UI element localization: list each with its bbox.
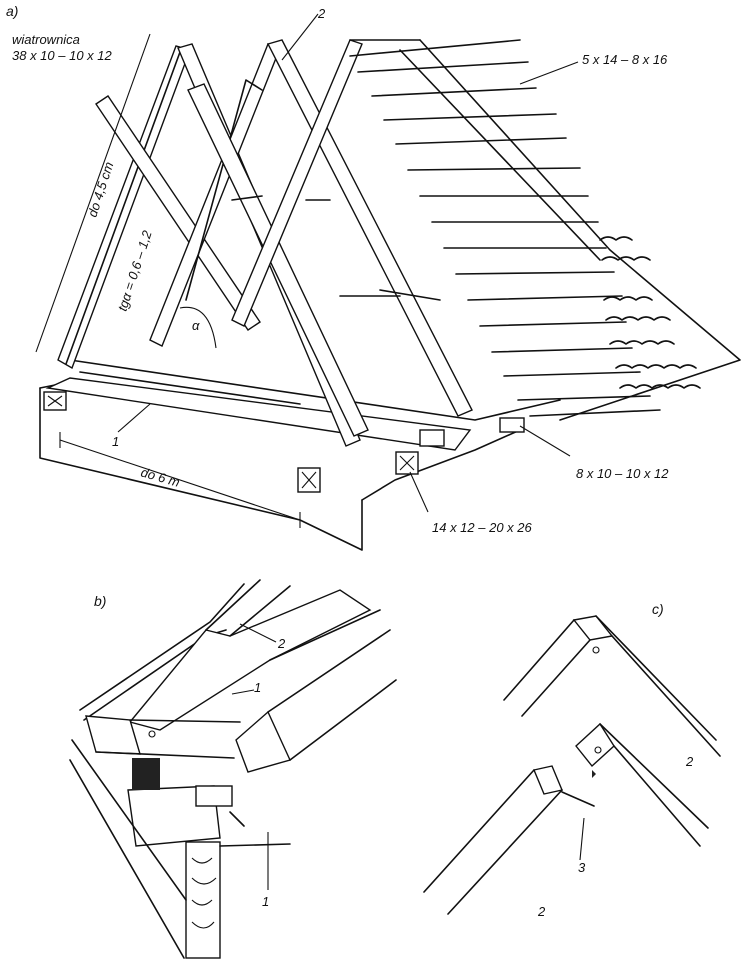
dowel-b — [229, 811, 245, 827]
label-batten-dims: 5 x 14 – 8 x 16 — [582, 52, 668, 67]
label-wiatrownica-dims: 38 x 10 – 10 x 12 — [12, 48, 113, 63]
rear-rafter-left — [231, 39, 363, 327]
roof-slope-outline — [419, 39, 741, 421]
panel-b-label: b) — [94, 593, 106, 609]
diag-brace — [187, 83, 369, 437]
label-c-2-right: 2 — [685, 754, 694, 769]
post — [185, 841, 221, 959]
height-dim-line — [35, 33, 151, 353]
ridge-assembled — [572, 615, 614, 641]
label-c-3: 3 — [578, 860, 586, 875]
roof-battens — [349, 39, 661, 417]
label-wiatrownica: wiatrownica — [12, 32, 80, 47]
rafter-top — [128, 589, 372, 731]
label-c-2-bottom: 2 — [537, 904, 546, 919]
label-b-2: 2 — [277, 636, 286, 651]
ridge-right-part — [575, 722, 615, 768]
angle-arc — [179, 306, 217, 349]
label-b-1-bottom: 1 — [262, 894, 269, 909]
label-1: 1 — [112, 434, 119, 449]
length-dim-line — [59, 439, 301, 521]
label-alpha: α — [192, 318, 200, 333]
ridge-left-part — [533, 765, 563, 795]
label-height: do 4,5 cm — [85, 160, 117, 219]
roof-tiles — [599, 236, 701, 389]
label-rafter-dims: 8 x 10 – 10 x 12 — [576, 466, 669, 481]
dowel-c — [561, 791, 595, 807]
panel-c-ridge-joint: c) 2 3 2 — [423, 601, 721, 919]
rafter-foot — [235, 710, 291, 773]
label-slope: tgα = 0,6 – 1,2 — [115, 228, 155, 313]
panel-b-rafter-joint: b) 2 1 1 — [69, 579, 397, 959]
panel-a-roof-structure: a) — [6, 3, 741, 551]
panel-c-label: c) — [652, 601, 664, 617]
label-b-1-top: 1 — [254, 680, 261, 695]
panel-a-label: a) — [6, 3, 18, 19]
label-2: 2 — [317, 6, 326, 21]
label-beam-dims: 14 x 12 – 20 x 26 — [432, 520, 533, 535]
mid-rafter-right — [266, 39, 473, 417]
